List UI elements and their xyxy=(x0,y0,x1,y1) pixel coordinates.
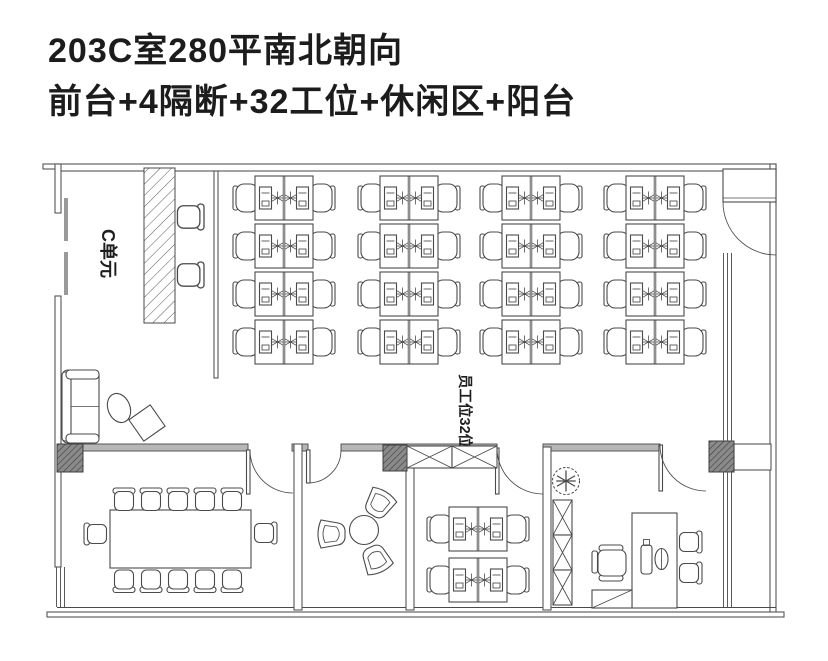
balcony xyxy=(734,255,770,607)
title-line-2: 前台+4隔断+32工位+休闲区+阳台 xyxy=(48,83,577,121)
reception-desk xyxy=(143,167,176,324)
meeting-chair xyxy=(220,487,244,512)
lounge-room xyxy=(317,484,399,579)
desk-return xyxy=(591,589,633,609)
column xyxy=(382,444,408,472)
meeting-lounge-wall xyxy=(293,443,303,611)
staff-count-label: 员工位32位 xyxy=(456,374,474,449)
ottoman xyxy=(106,392,132,424)
lounge-door-arc xyxy=(307,449,342,484)
plant-leaves xyxy=(555,469,577,493)
team-room xyxy=(406,445,529,602)
column xyxy=(56,443,84,473)
reception-area: C单元 xyxy=(98,167,205,324)
workstation-cluster-1 xyxy=(233,176,335,364)
workstation-row xyxy=(427,507,529,551)
glass-partition xyxy=(723,253,732,607)
storage-cabinet xyxy=(406,445,453,469)
unit-label: C单元 xyxy=(98,229,119,278)
reception-chair xyxy=(176,261,205,289)
caption-block: 203C室280平南北朝向 前台+4隔断+32工位+休闲区+阳台 xyxy=(48,26,576,128)
meeting-chair xyxy=(193,569,217,594)
lounge-armchair xyxy=(357,540,396,579)
side-table xyxy=(128,404,166,442)
window xyxy=(56,567,65,607)
teamroom-door-arc xyxy=(496,447,544,495)
meeting-chair xyxy=(139,569,163,594)
bookshelf xyxy=(552,569,573,606)
meeting-chair xyxy=(112,569,136,594)
waiting-corner xyxy=(61,369,166,444)
office-desk xyxy=(631,512,678,609)
meeting-room xyxy=(83,487,278,594)
meeting-door-arc xyxy=(249,449,294,494)
executive-chair xyxy=(591,544,627,582)
plant xyxy=(552,467,580,495)
reception-divider-wall xyxy=(213,170,219,379)
meeting-chair xyxy=(220,569,244,594)
meeting-chair xyxy=(253,521,278,545)
window xyxy=(64,198,68,241)
desk-monitor xyxy=(640,544,653,575)
workstation-clusters: 员工位32位 xyxy=(233,176,706,449)
meeting-chair xyxy=(139,487,163,512)
partition-wall xyxy=(542,443,661,452)
workstation-cluster-3 xyxy=(480,176,582,364)
wall-left-lower xyxy=(54,295,62,568)
office-door-leaf xyxy=(658,444,664,492)
entrance-door-arc xyxy=(722,201,777,256)
partition-wall xyxy=(340,443,384,452)
guest-chair xyxy=(678,530,703,554)
lounge-table xyxy=(348,514,380,546)
meeting-chair xyxy=(193,487,217,512)
workstation-cluster-2 xyxy=(358,176,460,364)
meeting-table xyxy=(109,509,252,569)
meeting-chair xyxy=(112,487,136,512)
workstation-row xyxy=(427,558,529,602)
meeting-chair xyxy=(166,569,190,594)
lounge-door-leaf xyxy=(305,449,311,484)
reception-chair xyxy=(176,203,205,231)
partition-wall xyxy=(56,443,249,452)
meeting-chair xyxy=(83,522,108,546)
column xyxy=(708,440,735,473)
doors xyxy=(245,168,777,495)
sofa xyxy=(61,369,100,444)
wall-bottom xyxy=(46,611,785,618)
meeting-door-leaf xyxy=(245,449,251,495)
manager-office xyxy=(552,467,703,609)
desk-monitor-base xyxy=(643,539,650,546)
wall-left-upper xyxy=(54,163,62,214)
wall-right xyxy=(769,163,777,614)
entrance-door-leaf xyxy=(722,168,777,203)
teamroom-office-wall xyxy=(542,446,552,611)
window xyxy=(64,252,68,295)
bookshelf xyxy=(552,499,573,536)
meeting-chair xyxy=(166,487,190,512)
lounge-armchair xyxy=(317,519,346,549)
walls xyxy=(42,163,785,618)
office-door-arc xyxy=(659,444,707,492)
bookshelf xyxy=(552,534,573,571)
workstation-cluster-4 xyxy=(604,176,706,364)
guest-chair xyxy=(678,561,703,585)
storage-cabinet xyxy=(451,445,498,469)
title-line-1: 203C室280平南北朝向 xyxy=(48,32,404,70)
partition-wall-thick xyxy=(733,443,772,471)
